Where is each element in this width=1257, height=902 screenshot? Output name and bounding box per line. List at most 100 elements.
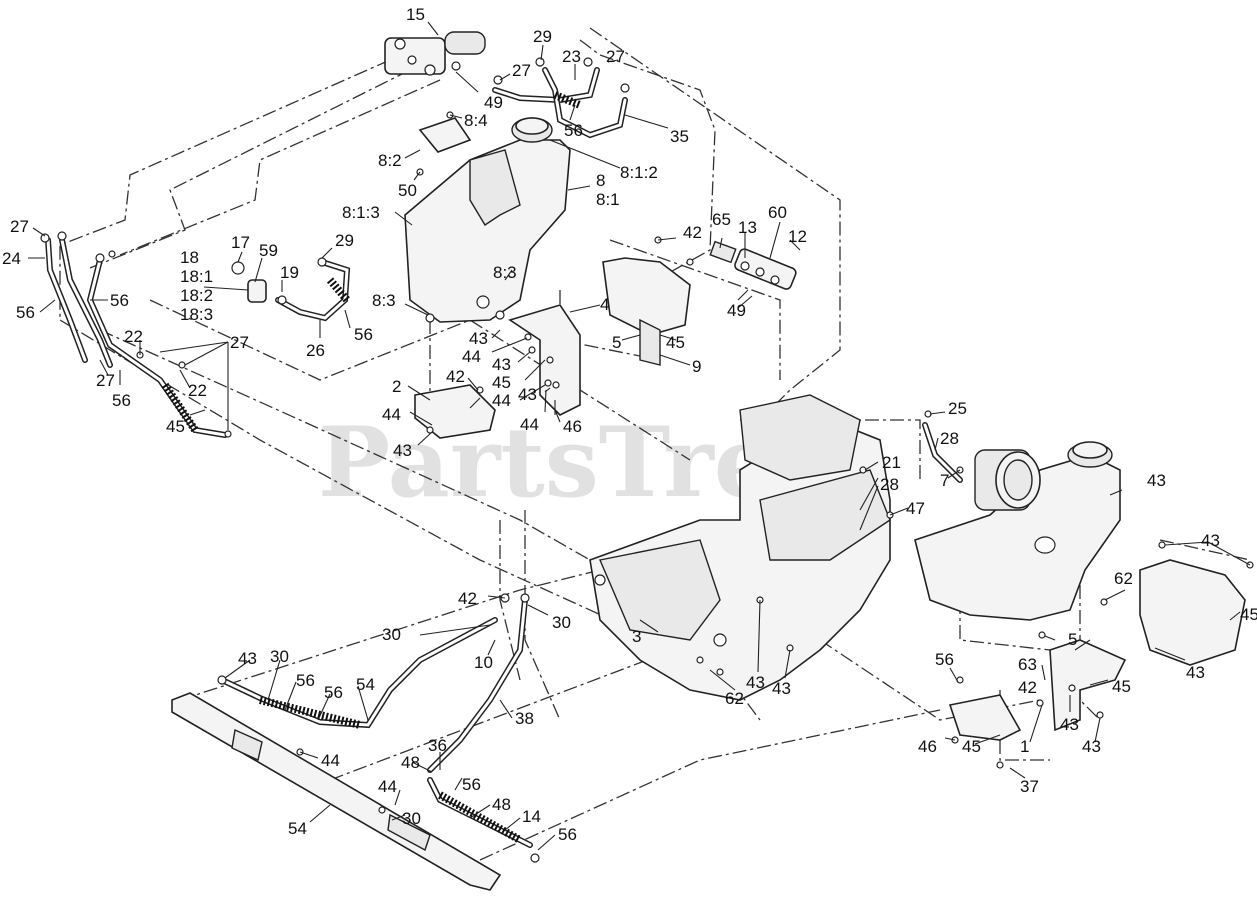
callout: 43 <box>1147 471 1166 490</box>
callout-labels: 15 29 23 27 27 49 8:4 56 35 8:2 8:1:2 50… <box>2 5 1257 844</box>
callout: 45 <box>1112 677 1131 696</box>
callout: 56 <box>16 303 35 322</box>
callout: 54 <box>356 675 375 694</box>
main-tank <box>404 117 571 323</box>
callout: 18 <box>180 248 199 267</box>
callout: 26 <box>306 341 325 360</box>
callout: 5 <box>1068 630 1077 649</box>
callout: 59 <box>259 241 278 260</box>
callout: 22 <box>124 327 143 346</box>
lower-shield <box>1139 559 1246 666</box>
hoses <box>45 67 963 848</box>
callout: 48 <box>401 753 420 772</box>
callout: 37 <box>1020 777 1039 796</box>
callout: 62 <box>1114 569 1133 588</box>
callout: 27 <box>512 61 531 80</box>
callout: 56 <box>462 775 481 794</box>
callout: 44 <box>462 347 481 366</box>
callout: 1 <box>1020 737 1029 756</box>
callout: 23 <box>562 47 581 66</box>
callout: 49 <box>727 301 746 320</box>
callout: 28 <box>880 475 899 494</box>
callout: 29 <box>335 231 354 250</box>
callout: 45 <box>166 417 185 436</box>
callout: 21 <box>882 453 901 472</box>
fittings <box>40 57 1254 863</box>
callout: 43 <box>1082 737 1101 756</box>
callout: 43 <box>492 355 511 374</box>
callout: 38 <box>515 709 534 728</box>
callout: 22 <box>188 381 207 400</box>
callout: 43 <box>469 329 488 348</box>
callout: 50 <box>398 181 417 200</box>
callout: 4 <box>600 295 609 314</box>
callout: 56 <box>110 291 129 310</box>
callout: 44 <box>321 751 340 770</box>
callout: 15 <box>406 5 425 24</box>
upper-shield <box>602 257 691 366</box>
pump-assembly <box>384 31 486 76</box>
callout: 43 <box>393 441 412 460</box>
callout: 45 <box>666 333 685 352</box>
callout: 44 <box>520 415 539 434</box>
callout: 12 <box>788 227 807 246</box>
callout: 44 <box>378 777 397 796</box>
assembly-guide-lines <box>59 27 1251 861</box>
machine-frame <box>589 394 891 701</box>
callout: 28 <box>940 429 959 448</box>
callout: 43 <box>772 679 791 698</box>
callout: 8:4 <box>464 111 488 130</box>
callout: 19 <box>280 263 299 282</box>
callout: 44 <box>382 405 401 424</box>
callout: 43 <box>1201 531 1220 550</box>
callout: 24 <box>2 249 21 268</box>
callout: 27 <box>10 217 29 236</box>
callout: 45 <box>1240 605 1257 624</box>
valve-manifold <box>709 240 797 290</box>
callout: 48 <box>492 795 511 814</box>
callout: 44 <box>492 391 511 410</box>
callout: 56 <box>112 391 131 410</box>
callout: 27 <box>606 47 625 66</box>
callout: 9 <box>692 357 701 376</box>
callout: 30 <box>552 613 571 632</box>
callout: 49 <box>484 93 503 112</box>
callout: 17 <box>231 233 250 252</box>
callout: 47 <box>906 499 925 518</box>
callout: 8:1:3 <box>342 203 380 222</box>
callout: 8:2 <box>378 151 402 170</box>
callout: 27 <box>230 333 249 352</box>
callout: 10 <box>474 653 493 672</box>
callout: 43 <box>518 385 537 404</box>
callout: 13 <box>738 218 757 237</box>
callout: 46 <box>918 737 937 756</box>
callout: 60 <box>768 203 787 222</box>
callout: 30 <box>402 809 421 828</box>
callout: 63 <box>1018 655 1037 674</box>
callout: 42 <box>683 223 702 242</box>
callout: 46 <box>563 417 582 436</box>
callout: 18:3 <box>180 305 213 324</box>
callout: 2 <box>392 377 401 396</box>
callout: 56 <box>324 683 343 702</box>
bracket-3 <box>1049 639 1127 732</box>
callout: 29 <box>533 27 552 46</box>
bracket-8-2 <box>418 117 472 153</box>
callout: 43 <box>746 673 765 692</box>
callout: 8:1 <box>596 190 620 209</box>
callout: 3 <box>632 627 641 646</box>
callout: 36 <box>428 736 447 755</box>
callout: 45 <box>492 373 511 392</box>
callout: 43 <box>238 649 257 668</box>
callout: 5 <box>612 333 621 352</box>
callout: 8:3 <box>493 263 517 282</box>
callout: 8 <box>596 171 605 190</box>
leader-lines <box>28 21 1251 851</box>
side-tank <box>914 441 1121 621</box>
callout: 42 <box>458 589 477 608</box>
spray-boom <box>171 692 502 891</box>
callout: 42 <box>446 367 465 386</box>
bracket-1 <box>948 694 1022 741</box>
callout: 43 <box>1060 715 1079 734</box>
